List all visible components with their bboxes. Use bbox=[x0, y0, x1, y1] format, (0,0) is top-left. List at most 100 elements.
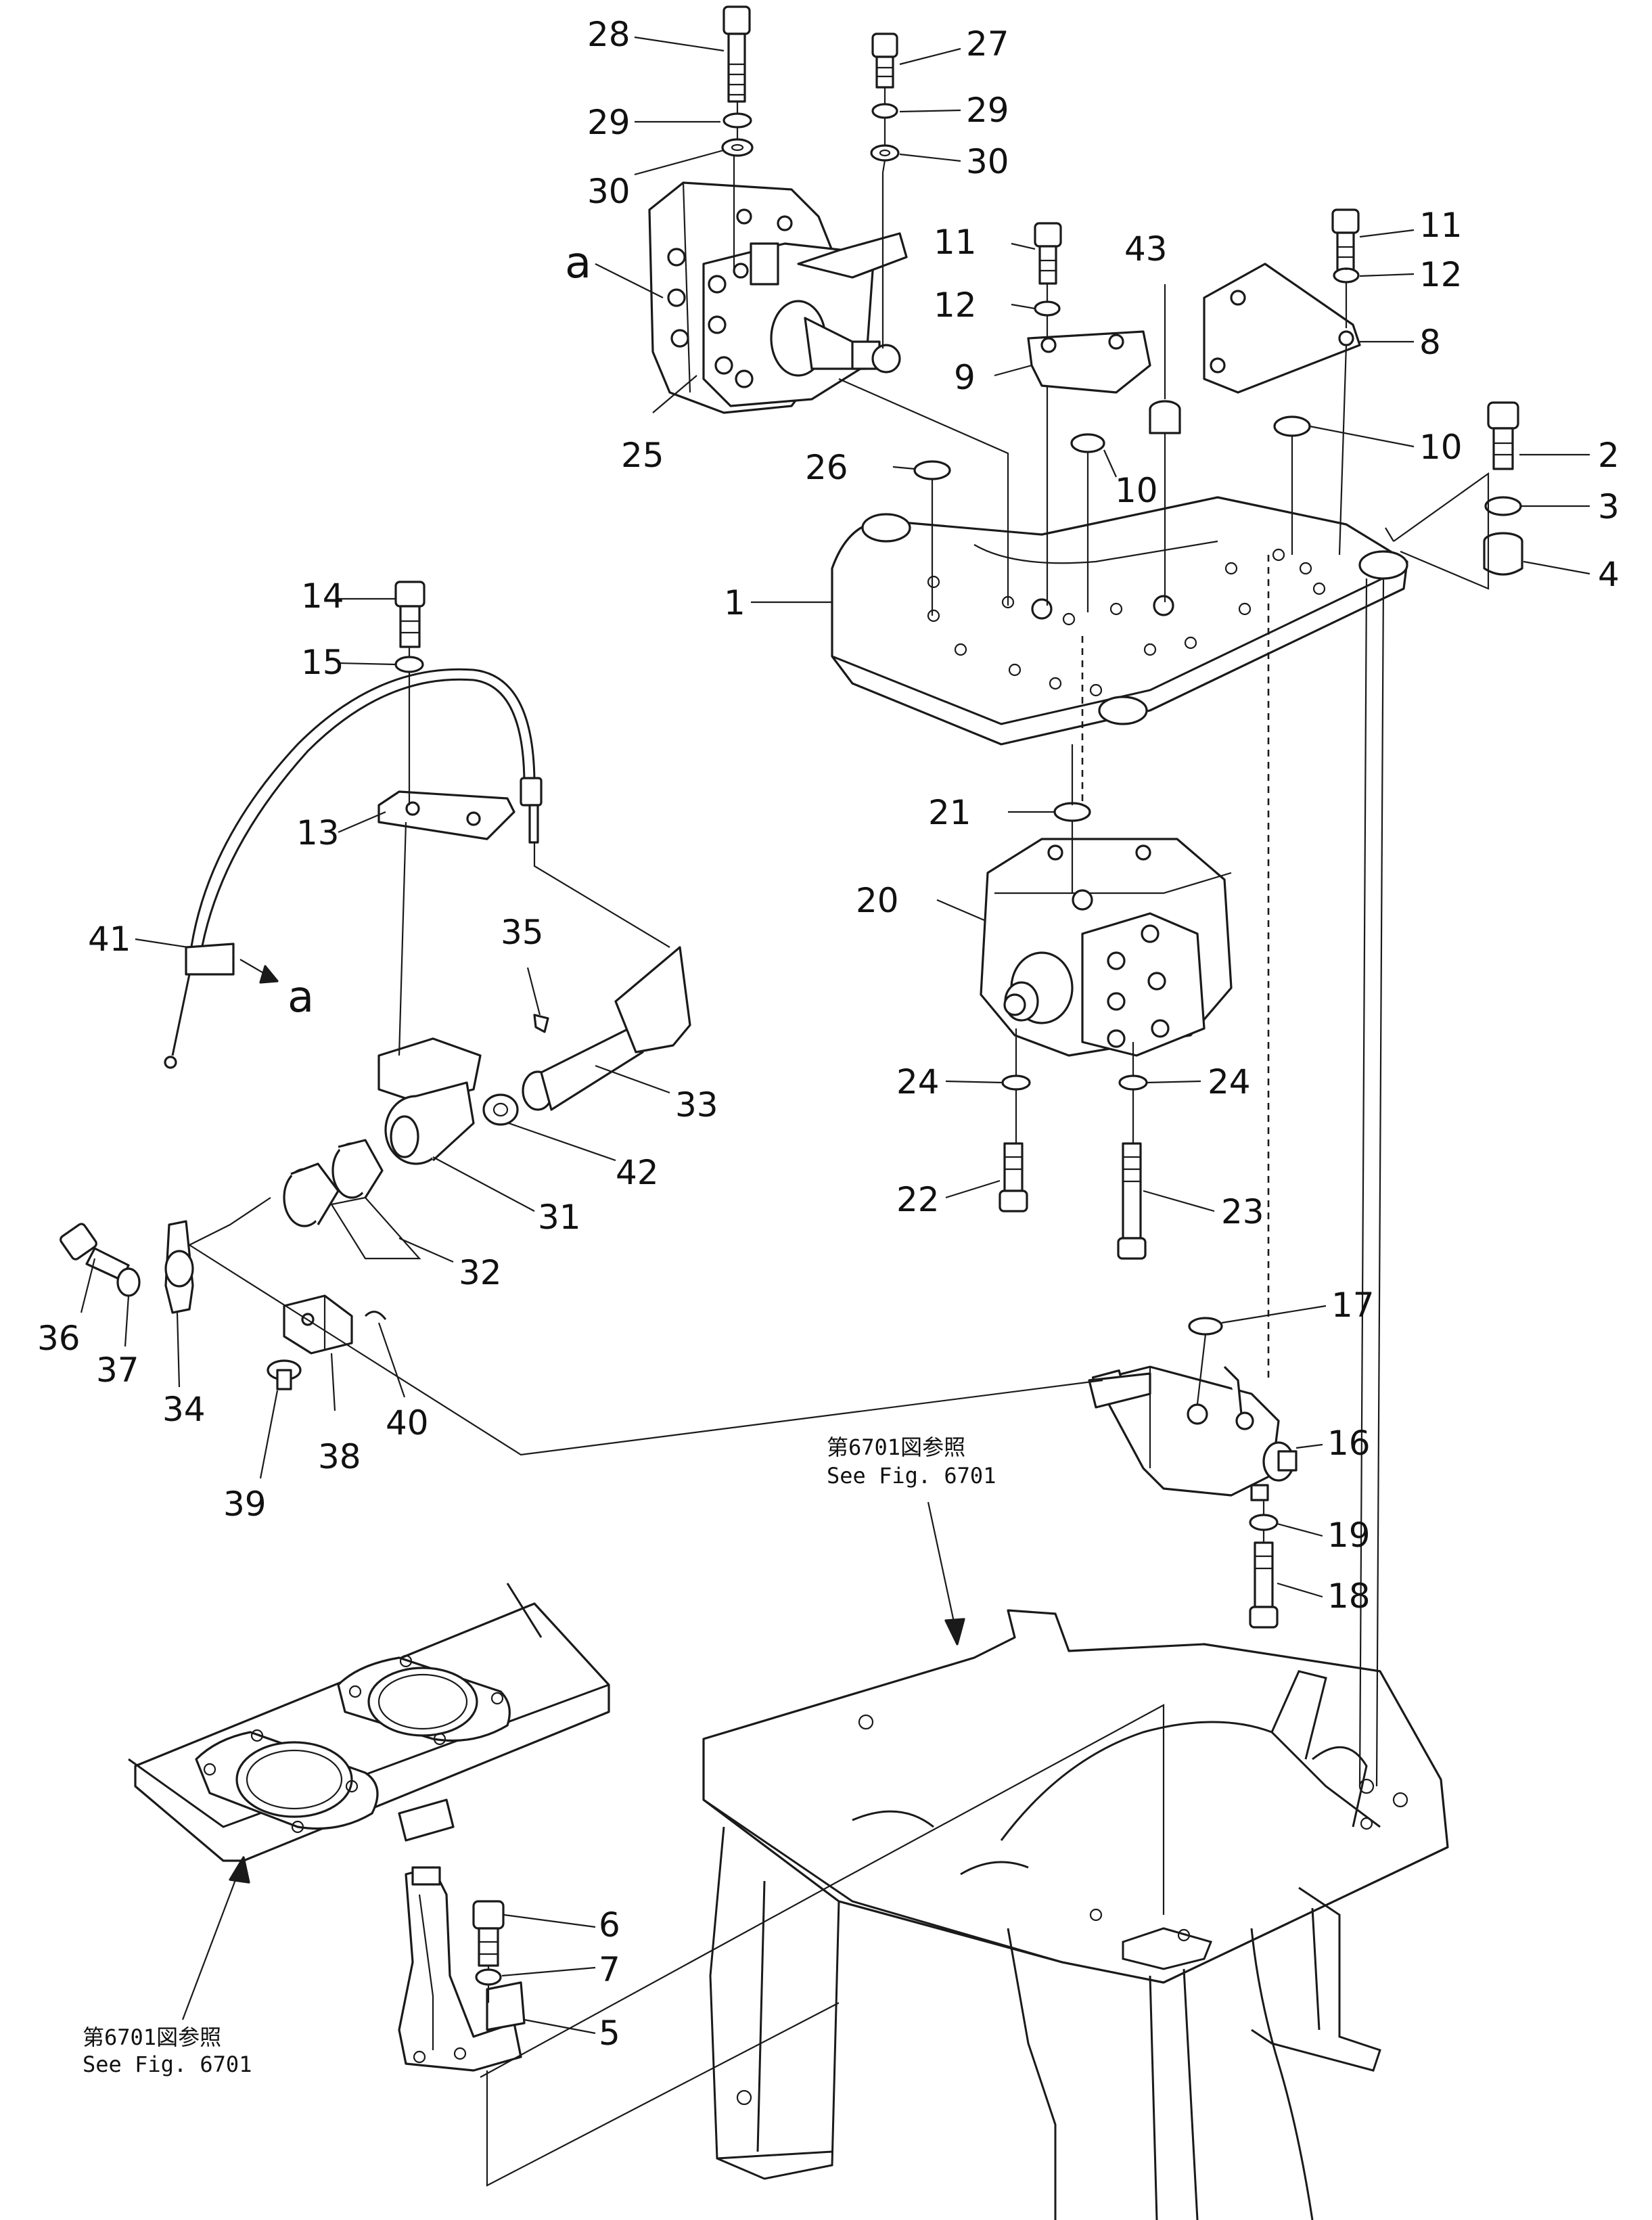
bracket-13 bbox=[377, 790, 515, 840]
washer-24b bbox=[1118, 1074, 1148, 1091]
ref-note-left-en: See Fig. 6701 bbox=[83, 2052, 252, 2077]
callout-41: 41 bbox=[88, 920, 131, 959]
washer-15 bbox=[394, 656, 424, 673]
callout-23: 23 bbox=[1221, 1192, 1264, 1231]
washer-12-right bbox=[1333, 267, 1360, 284]
callout-labels: 28 29 30 27 29 30 a 25 11 12 9 43 11 12 … bbox=[37, 15, 1620, 2053]
pin-39 bbox=[267, 1359, 302, 1390]
lever-34 bbox=[164, 1220, 194, 1314]
o-ring-21 bbox=[1053, 802, 1091, 822]
callout-7: 7 bbox=[599, 1950, 620, 1989]
callout-38: 38 bbox=[318, 1437, 361, 1476]
bolt-22 bbox=[999, 1142, 1028, 1213]
ref-note-left-jp: 第6701図参照 bbox=[83, 2024, 221, 2050]
bolt-14 bbox=[394, 581, 426, 648]
callout-3: 3 bbox=[1598, 487, 1620, 526]
marker-a-top: a bbox=[565, 238, 591, 288]
washer-3 bbox=[1484, 496, 1522, 516]
callout-15: 15 bbox=[301, 643, 344, 682]
valve-16 bbox=[1088, 1365, 1298, 1501]
callout-29a: 29 bbox=[587, 103, 630, 142]
callout-9: 9 bbox=[954, 358, 976, 397]
bolt-6 bbox=[472, 1900, 505, 1967]
callout-2: 2 bbox=[1598, 436, 1620, 475]
callout-26: 26 bbox=[805, 448, 848, 487]
bolt-2 bbox=[1487, 401, 1519, 470]
callout-40: 40 bbox=[386, 1403, 429, 1443]
callout-29b: 29 bbox=[966, 91, 1009, 130]
washer-12-left bbox=[1034, 300, 1061, 317]
cable-41 bbox=[164, 668, 543, 1069]
washer-29a bbox=[722, 112, 752, 129]
washer-30a bbox=[721, 138, 754, 157]
callout-25: 25 bbox=[621, 436, 664, 475]
shaft-33 bbox=[522, 946, 691, 1111]
callout-36: 36 bbox=[37, 1319, 81, 1358]
callout-37: 37 bbox=[96, 1351, 139, 1390]
bolt-36 bbox=[60, 1223, 130, 1282]
bolt-18 bbox=[1249, 1541, 1279, 1629]
callout-31: 31 bbox=[538, 1198, 581, 1237]
callout-6: 6 bbox=[599, 1905, 620, 1945]
frame-base bbox=[702, 1609, 1449, 2220]
callout-42: 42 bbox=[616, 1153, 659, 1192]
washer-24a bbox=[1001, 1074, 1031, 1091]
washer-42 bbox=[482, 1093, 519, 1126]
ref-note-right-jp: 第6701図参照 bbox=[827, 1434, 965, 1460]
washer-30b bbox=[870, 144, 900, 162]
callout-30a: 30 bbox=[587, 172, 630, 211]
callout-14: 14 bbox=[301, 576, 344, 616]
floor-plate bbox=[128, 1583, 610, 1862]
bolt-23 bbox=[1117, 1142, 1147, 1260]
callout-43: 43 bbox=[1124, 229, 1168, 269]
clevis-38 bbox=[283, 1294, 353, 1355]
callout-34: 34 bbox=[162, 1390, 206, 1429]
valve-top-left bbox=[648, 156, 908, 414]
callout-24a: 24 bbox=[896, 1062, 940, 1102]
callout-32: 32 bbox=[459, 1253, 502, 1292]
callout-4: 4 bbox=[1598, 555, 1620, 594]
marker-a-cable: a bbox=[288, 972, 314, 1022]
callout-21: 21 bbox=[928, 793, 971, 832]
callout-10a: 10 bbox=[1115, 471, 1158, 510]
bolt-28 bbox=[722, 5, 751, 103]
ref-note-right-en: See Fig. 6701 bbox=[827, 1463, 996, 1489]
reference-notes: 第6701図参照 See Fig. 6701 第6701図参照 See Fig.… bbox=[83, 1434, 996, 2077]
assembly-lines bbox=[189, 87, 1490, 2187]
callout-35: 35 bbox=[501, 913, 544, 952]
callout-22: 22 bbox=[896, 1180, 940, 1219]
o-ring-10a bbox=[1070, 433, 1105, 453]
callout-33: 33 bbox=[675, 1085, 718, 1125]
callout-30b: 30 bbox=[966, 142, 1009, 181]
washer-29b bbox=[871, 103, 898, 119]
callout-5: 5 bbox=[599, 2014, 620, 2053]
lever-31 bbox=[377, 1037, 482, 1165]
callout-1: 1 bbox=[724, 583, 745, 622]
o-ring-17 bbox=[1188, 1317, 1223, 1336]
callout-28: 28 bbox=[587, 15, 630, 54]
o-ring-26 bbox=[913, 460, 951, 480]
bolt-11-left bbox=[1034, 222, 1062, 285]
leader-lines bbox=[80, 36, 1590, 2035]
callout-24b: 24 bbox=[1208, 1062, 1251, 1102]
bushings-32 bbox=[283, 1139, 384, 1227]
callout-16: 16 bbox=[1327, 1424, 1371, 1463]
collar-4 bbox=[1483, 532, 1523, 576]
bolt-27 bbox=[871, 32, 898, 89]
callout-11b: 11 bbox=[1419, 206, 1463, 245]
o-ring-10b bbox=[1273, 415, 1311, 437]
callout-27: 27 bbox=[966, 24, 1009, 64]
callout-11a: 11 bbox=[934, 223, 977, 262]
pin-40 bbox=[364, 1311, 387, 1320]
callout-12a: 12 bbox=[934, 286, 977, 325]
plate-1 bbox=[831, 496, 1408, 746]
callout-10b: 10 bbox=[1419, 428, 1463, 467]
pin-35 bbox=[533, 1014, 549, 1033]
callout-13: 13 bbox=[296, 813, 340, 853]
callout-19: 19 bbox=[1327, 1516, 1371, 1555]
callout-17: 17 bbox=[1331, 1286, 1375, 1325]
callout-8: 8 bbox=[1419, 323, 1441, 362]
valve-20 bbox=[980, 838, 1233, 1057]
bolt-11-right bbox=[1331, 208, 1360, 271]
